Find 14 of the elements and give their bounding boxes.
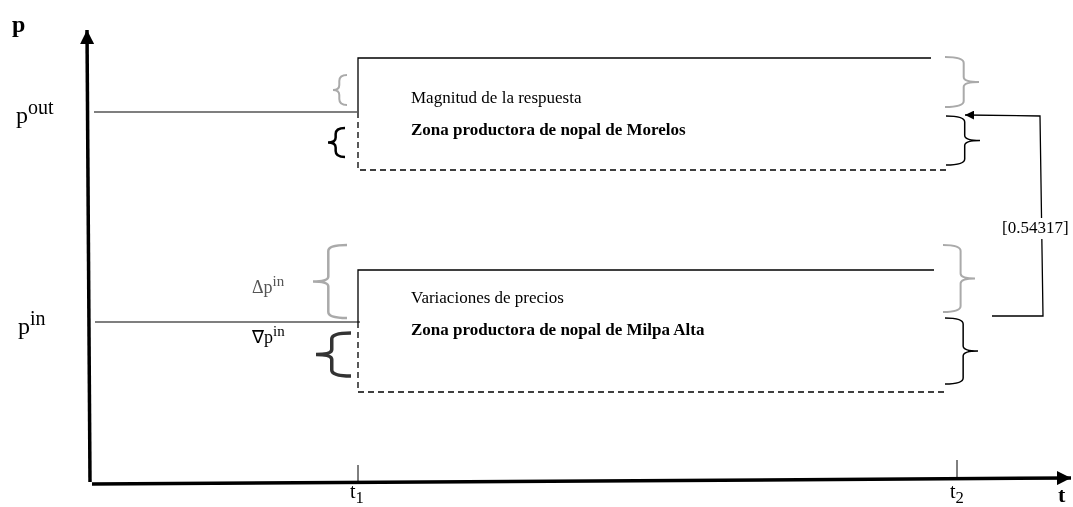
nabla-label: ∇p$^{in}$: [252, 324, 285, 346]
box-heading: Magnitud de la respuesta: [411, 89, 582, 108]
box-title: Zona productora de nopal de Milpa Alta: [411, 321, 705, 340]
time-label: t$_{2}$: [950, 481, 964, 507]
box-title: Zona productora de nopal de Morelos: [411, 121, 686, 140]
axis-label: t: [1058, 484, 1066, 506]
axis-label: p: [12, 12, 26, 36]
delta-label: Δp$^{in}$: [252, 274, 285, 296]
arrow: [964, 110, 1044, 317]
edge-label: [0.54317]: [1000, 218, 1071, 239]
box-heading: Variaciones de precios: [411, 289, 564, 308]
price-label: p$^{in}$: [18, 308, 46, 338]
price-label: p$^{out}$: [16, 97, 54, 127]
time-label: t$_{1}$: [350, 481, 364, 507]
